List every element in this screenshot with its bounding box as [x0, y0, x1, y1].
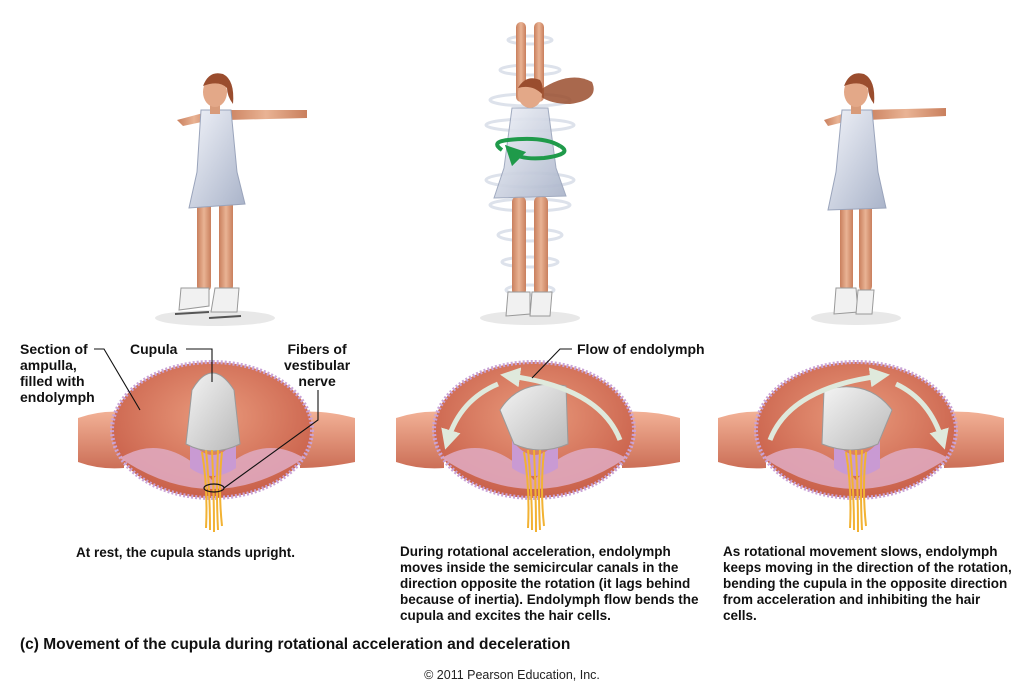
leader-lines	[94, 348, 572, 489]
label-flow-of-endolymph: Flow of endolymph	[577, 341, 705, 357]
leader-cupula	[186, 348, 213, 382]
label-section-of-ampulla: Section of ampulla, filled with endolymp…	[20, 341, 95, 405]
flow-arrow-dec-right	[894, 381, 949, 450]
flow-arrow-acc-left	[441, 381, 499, 450]
flow-arrow-acc-right	[500, 367, 623, 441]
leader-section	[94, 348, 141, 411]
copyright: © 2011 Pearson Education, Inc.	[424, 668, 600, 682]
flow-arrow-dec-left	[767, 367, 890, 441]
skater-slowing	[811, 73, 946, 325]
label-cupula: Cupula	[130, 341, 178, 357]
ampulla-acceleration	[396, 360, 680, 533]
leader-flow	[531, 348, 572, 379]
label-fibers-of-vestibular-nerve: Fibers of vestibular nerve	[284, 341, 351, 389]
skater-at-rest	[155, 73, 307, 326]
ampulla-at-rest	[78, 360, 355, 533]
caption-acceleration: During rotational acceleration, endolymp…	[400, 544, 699, 623]
caption-rest: At rest, the cupula stands upright.	[76, 545, 296, 560]
figure-title: (c) Movement of the cupula during rotati…	[20, 636, 571, 653]
leader-fibers	[223, 390, 319, 489]
caption-deceleration: As rotational movement slows, endolymph …	[723, 544, 1012, 623]
ampulla-deceleration	[718, 360, 1004, 533]
skater-spinning	[480, 22, 594, 325]
